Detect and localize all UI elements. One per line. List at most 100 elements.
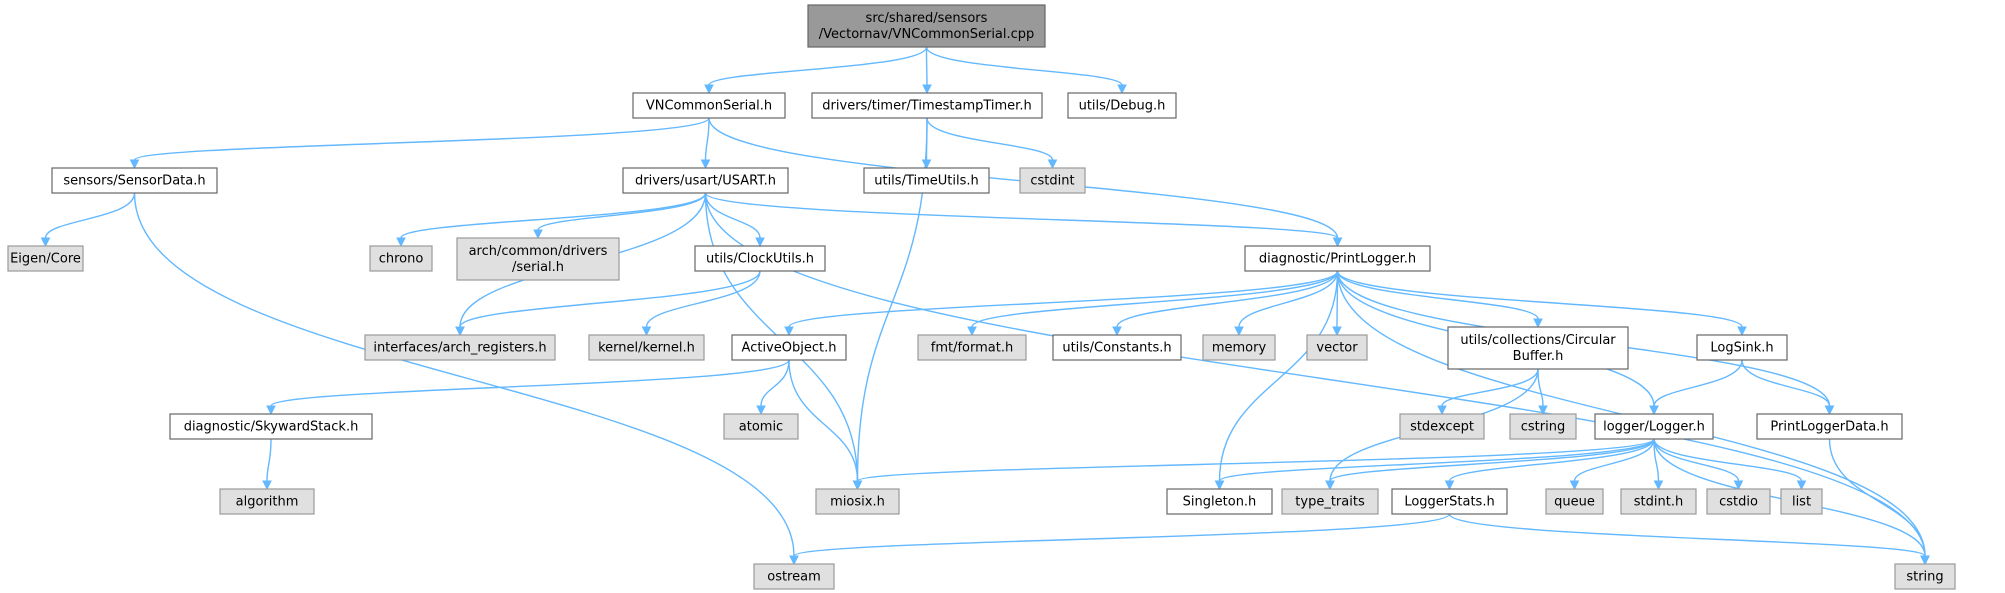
edge-line	[1336, 270, 1539, 320]
node-label: VNCommonSerial.h	[646, 99, 772, 114]
edge-printlogger_h-to-activeobject_h	[784, 270, 1339, 337]
edge-logsink_h-to-printloggerdata_h	[1741, 359, 1835, 416]
node-cstdint: cstdint	[1019, 167, 1086, 194]
edge-arrowhead	[700, 159, 711, 170]
node-label: utils/TimeUtils.h	[874, 174, 979, 189]
edge-arrowhead	[967, 326, 977, 337]
edge-usart_h-to-printlogger_h	[704, 192, 1343, 248]
node-label: stdint.h	[1634, 495, 1683, 510]
edge-line	[704, 192, 1339, 239]
node-usart-h[interactable]: drivers/usart/USART.h	[622, 167, 789, 194]
edge-circularbuffer_h-to-stdexcept	[1437, 368, 1539, 416]
edge-line	[1329, 438, 1655, 482]
node-logsink-h[interactable]: LogSink.h	[1696, 334, 1788, 361]
node-chrono: chrono	[369, 245, 433, 272]
edge-root-to-debug_h	[925, 46, 1127, 95]
edge-logger_h-to-miosix_h	[852, 438, 1655, 491]
edge-arrowhead	[922, 84, 932, 95]
node-box	[1281, 488, 1379, 515]
node-label: type_traits	[1295, 495, 1365, 510]
node-debug-h[interactable]: utils/Debug.h	[1067, 92, 1177, 119]
edge-usart_h-to-arch_serial_h	[533, 192, 707, 240]
edge-line	[1653, 359, 1743, 407]
edge-arrowhead	[641, 326, 652, 337]
node-box	[1052, 334, 1182, 361]
node-skywardstack-h[interactable]: diagnostic/SkywardStack.h	[169, 413, 373, 440]
node-sensordata-h[interactable]: sensors/SensorData.h	[51, 167, 218, 194]
edge-activeobject_h-to-skywardstack_h	[266, 359, 790, 416]
node-label: arch/common/drivers	[469, 244, 608, 259]
node-label: string	[1906, 570, 1943, 585]
edge-arrowhead	[1737, 326, 1747, 337]
edge-activeobject_h-to-miosix_h	[788, 359, 863, 491]
node-label: diagnostic/SkywardStack.h	[184, 420, 359, 435]
node-loggerstats-h[interactable]: LoggerStats.h	[1391, 488, 1508, 515]
node-label: LoggerStats.h	[1404, 495, 1494, 510]
node-label: utils/Debug.h	[1079, 99, 1166, 114]
node-arch-registers-h: interfaces/arch_registers.h	[364, 334, 556, 361]
node-label: cstring	[1521, 420, 1565, 435]
node-atomic: atomic	[723, 413, 799, 440]
node-box	[1399, 413, 1485, 440]
node-label: chrono	[379, 252, 424, 267]
edge-line	[537, 192, 707, 231]
edge-line	[704, 117, 710, 161]
node-timeutils-h[interactable]: utils/TimeUtils.h	[863, 167, 990, 194]
edge-arrowhead	[129, 159, 140, 170]
node-queue: queue	[1545, 488, 1604, 515]
node-printloggerdata-h[interactable]: PrintLoggerData.h	[1756, 413, 1903, 440]
node-root[interactable]: src/shared/sensors/Vectornav/VNCommonSer…	[807, 4, 1046, 48]
edge-arrowhead	[1234, 326, 1244, 337]
edge-arrowhead	[784, 326, 794, 337]
edge-logger_h-to-list	[1653, 438, 1807, 491]
node-timestamptimer-h[interactable]: drivers/timer/TimestampTimer.h	[811, 92, 1043, 119]
edge-arrowhead	[1325, 480, 1335, 491]
edge-arrowhead	[262, 480, 272, 491]
edge-root-to-timestamptimer_h	[922, 46, 932, 95]
edge-root-to-vncommonserial_h	[704, 46, 928, 95]
node-clockutils-h[interactable]: utils/ClockUtils.h	[694, 245, 826, 272]
edge-loggerstats_h-to-string	[1448, 513, 1930, 566]
edge-vncommonserial_h-to-usart_h	[700, 117, 711, 170]
node-box	[622, 167, 789, 194]
edge-skywardstack_h-to-algorithm	[262, 438, 272, 491]
node-label: memory	[1212, 341, 1267, 356]
node-box	[1509, 413, 1577, 440]
node-box	[51, 167, 218, 194]
node-singleton-h[interactable]: Singleton.h	[1166, 488, 1273, 515]
edge-line	[1116, 270, 1339, 328]
node-vncommonserial-h[interactable]: VNCommonSerial.h	[632, 92, 786, 119]
edge-arrowhead	[1649, 405, 1659, 416]
node-box	[1545, 488, 1604, 515]
edge-arrowhead	[921, 159, 932, 170]
edge-arrowhead	[40, 237, 51, 248]
node-box	[731, 334, 847, 361]
node-logger-h[interactable]: logger/Logger.h	[1594, 413, 1714, 440]
node-label: diagnostic/PrintLogger.h	[1259, 252, 1416, 267]
edge-loggerstats_h-to-ostream	[789, 513, 1451, 566]
edge-line	[1448, 513, 1926, 557]
node-box	[811, 92, 1043, 119]
edge-arrowhead	[1444, 480, 1455, 491]
edge-logger_h-to-singleton_h	[1214, 438, 1655, 491]
node-box	[588, 334, 705, 361]
edge-line	[44, 192, 136, 239]
node-box	[169, 413, 373, 440]
edge-line	[704, 192, 761, 239]
node-box	[1756, 413, 1903, 440]
node-box	[1447, 326, 1629, 370]
node-label: Eigen/Core	[10, 252, 81, 267]
edge-arrowhead	[852, 480, 863, 491]
node-printlogger-h[interactable]: diagnostic/PrintLogger.h	[1244, 245, 1431, 272]
edge-arrowhead	[1332, 326, 1342, 337]
node-ostream: ostream	[753, 563, 835, 590]
edge-line	[1828, 438, 1926, 557]
edge-line	[133, 117, 710, 161]
edge-line	[400, 192, 707, 239]
node-box	[1594, 413, 1714, 440]
node-label: interfaces/arch_registers.h	[373, 341, 546, 356]
edge-logger_h-to-loggerstats_h	[1444, 438, 1655, 491]
node-constants-h[interactable]: utils/Constants.h	[1052, 334, 1182, 361]
node-activeobject-h[interactable]: ActiveObject.h	[731, 334, 847, 361]
